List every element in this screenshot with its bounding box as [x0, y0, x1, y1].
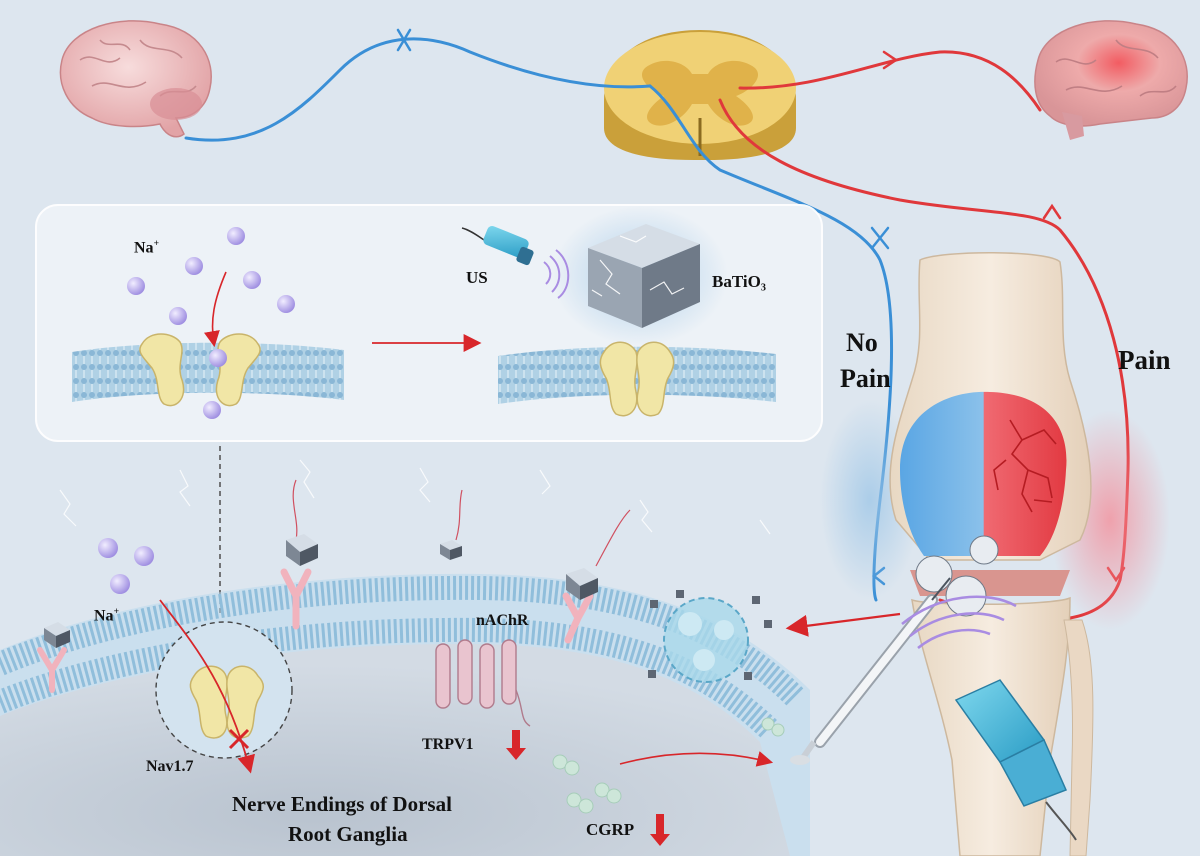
sodium-ions-bottom — [98, 538, 154, 594]
receptor-2 — [37, 622, 70, 693]
pain-brain — [1034, 20, 1188, 140]
down-arrows — [506, 730, 670, 846]
receptor-3 — [562, 509, 631, 644]
nerve-endings-label-line2: Root Ganglia — [288, 822, 408, 846]
release-arrow — [619, 751, 774, 767]
spinal-cord — [604, 30, 796, 160]
membrane-left — [72, 342, 344, 402]
electric-sparks — [59, 459, 771, 535]
ion-influx-arrow — [204, 271, 227, 348]
nav17-zoom-circle — [155, 599, 293, 774]
no-pain-label-line2: Pain — [840, 364, 891, 393]
ultrasound-probe-small-icon — [461, 225, 570, 299]
free-cube — [440, 489, 463, 560]
nav17-label: Nav1.7 — [146, 758, 194, 775]
nanoparticle-cluster — [648, 590, 772, 683]
syringe — [790, 577, 951, 765]
sodium-channel-closed — [599, 341, 675, 417]
sodium-ions-top — [127, 227, 295, 419]
nerve-endings-label-line1: Nerve Endings of Dorsal — [232, 792, 452, 816]
receptor-1 — [280, 479, 318, 630]
batio3-label: BaTiO₃ — [712, 272, 766, 291]
nachr-receptors — [37, 479, 631, 693]
injection-arrow — [785, 612, 901, 637]
ultrasound-probe-large-icon — [901, 595, 1077, 841]
sodium-channel-open — [139, 333, 261, 407]
ultrasound-label: US — [466, 268, 488, 287]
membrane-right — [498, 346, 776, 404]
nanoparticles-knee — [915, 535, 999, 617]
no-pain-label-line1: No — [846, 328, 878, 357]
healthy-brain — [59, 20, 212, 138]
trpv1-label: TRPV1 — [422, 736, 474, 753]
batio3-cube — [552, 206, 728, 346]
inset-panel — [35, 204, 823, 442]
sodium-ion-label-bottom: Na+ — [94, 606, 120, 625]
knee-joint — [820, 251, 1170, 856]
cgrp-vesicles — [552, 717, 785, 814]
nachr-label: nAChR — [476, 612, 529, 629]
pain-label: Pain — [1118, 345, 1171, 375]
cgrp-label: CGRP — [586, 820, 635, 839]
sodium-ion-label-top: Na+ — [134, 238, 160, 257]
trpv1-channel — [435, 639, 531, 727]
